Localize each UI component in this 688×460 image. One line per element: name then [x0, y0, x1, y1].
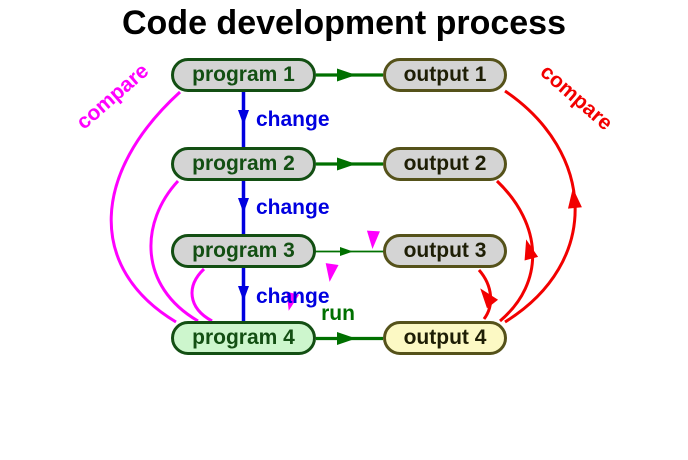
change-arrowhead-2-icon — [238, 198, 249, 213]
node-label: output 2 — [403, 152, 487, 175]
compare-program-arrowhead-3-icon — [286, 291, 300, 311]
node-output-4: output 4 — [383, 321, 507, 355]
node-program-3: program 3 — [171, 234, 316, 268]
node-label: program 3 — [192, 239, 295, 262]
node-program-1: program 1 — [171, 58, 316, 92]
change-label-2: change — [256, 196, 330, 219]
change-label-1: change — [256, 108, 330, 131]
change-arrowhead-1-icon — [238, 110, 249, 125]
node-label: output 3 — [403, 239, 487, 262]
compare-output-curve-1 — [504, 89, 577, 324]
node-program-4: program 4 — [171, 321, 316, 355]
run-label: run — [321, 302, 355, 325]
compare-program-curve-1 — [109, 90, 182, 324]
node-output-2: output 2 — [383, 147, 507, 181]
node-output-3: output 3 — [383, 234, 507, 268]
node-label: program 4 — [192, 326, 295, 349]
compare-program-curve-3 — [190, 267, 213, 323]
run-arrowhead-3-icon — [340, 247, 353, 256]
change-arrowhead-3-icon — [238, 286, 249, 301]
compare-output-arrowhead-3-icon — [480, 288, 499, 309]
compare-output-arrowhead-2-icon — [524, 239, 539, 261]
change-label-3: change — [256, 285, 330, 308]
run-arrowhead-4-icon — [337, 332, 356, 345]
compare-output-arrowhead-1-icon — [567, 188, 582, 209]
compare-program-arrowhead-1-icon — [366, 230, 380, 249]
diagram-title: Code development process — [121, 4, 566, 42]
node-output-1: output 1 — [383, 58, 507, 92]
run-arrowhead-1-icon — [337, 68, 356, 82]
node-label: program 1 — [192, 63, 295, 86]
node-program-2: program 2 — [171, 147, 316, 181]
node-label: output 4 — [403, 326, 487, 349]
compare-program-arrowhead-2-icon — [325, 263, 339, 282]
node-label: program 2 — [192, 152, 295, 175]
node-label: output 1 — [403, 63, 487, 86]
compare-program-curve-2 — [149, 179, 199, 323]
run-arrowhead-2-icon — [337, 157, 356, 171]
